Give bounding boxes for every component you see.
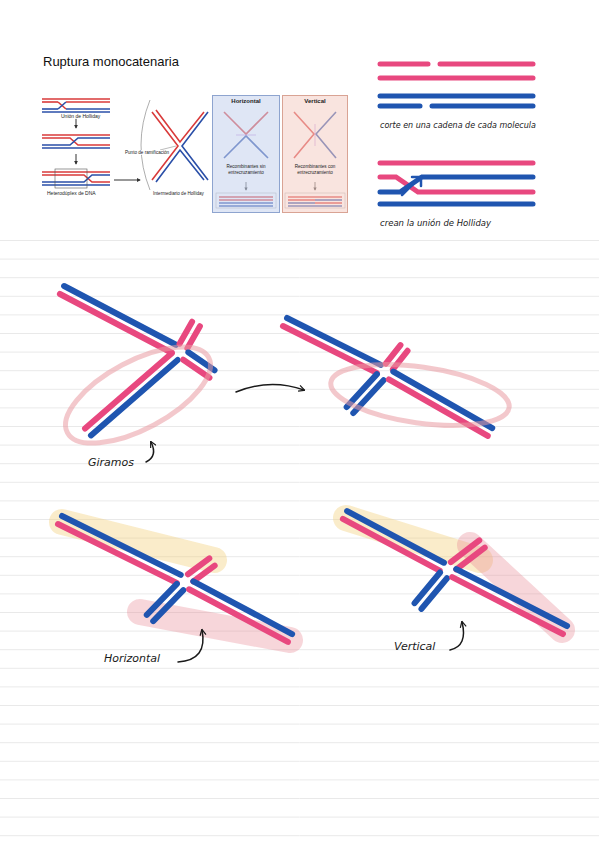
dna-strand (188, 558, 209, 574)
dna-strand (189, 589, 288, 642)
dna-strand (451, 540, 479, 562)
panel-heading: Horizontal (213, 98, 279, 104)
dna-strand (287, 318, 381, 365)
dna-strand (456, 569, 567, 626)
dna-strand (60, 294, 172, 353)
handwritten-note: corte en una cadena de cada molecula (380, 121, 536, 130)
dna-strand (343, 519, 440, 571)
panel-caption: Recombinantes sin entrecruzamiento (216, 164, 276, 175)
handwritten-note: crean la unión de Holliday (380, 218, 491, 228)
dna-strand (193, 581, 292, 634)
handwritten-label: Horizontal (104, 652, 160, 665)
dna-strand (386, 345, 401, 364)
panel-heading: Vertical (283, 98, 347, 104)
handwritten-label: Vertical (394, 640, 435, 653)
dna-strand (180, 322, 193, 344)
figure-label: Punto de ramificación (124, 150, 170, 155)
figure-label: Unión de Holliday (60, 113, 101, 119)
dna-strand (421, 578, 447, 609)
figure-label: Intermediario de Holliday (152, 191, 205, 196)
dna-strand (64, 286, 176, 345)
horizontal-panel: HorizontalRecombinantes sin entrecruzami… (212, 95, 280, 213)
dna-strand (58, 524, 177, 583)
dna-strand (140, 612, 290, 640)
figure-label: Heterodúplex de DNA (46, 190, 97, 196)
dna-strand (91, 360, 178, 435)
dna-strand (452, 577, 563, 634)
dna-strand (153, 590, 183, 621)
dna-strand (62, 516, 181, 575)
dna-strand (347, 511, 444, 563)
panel-caption: Recombinantes con entrecruzamiento (286, 164, 344, 175)
page-title: Ruptura monocatenaria (43, 54, 179, 69)
handwritten-label: Giramos (88, 456, 134, 469)
vertical-panel: VerticalRecombinantes con entrecruzamien… (282, 95, 348, 213)
